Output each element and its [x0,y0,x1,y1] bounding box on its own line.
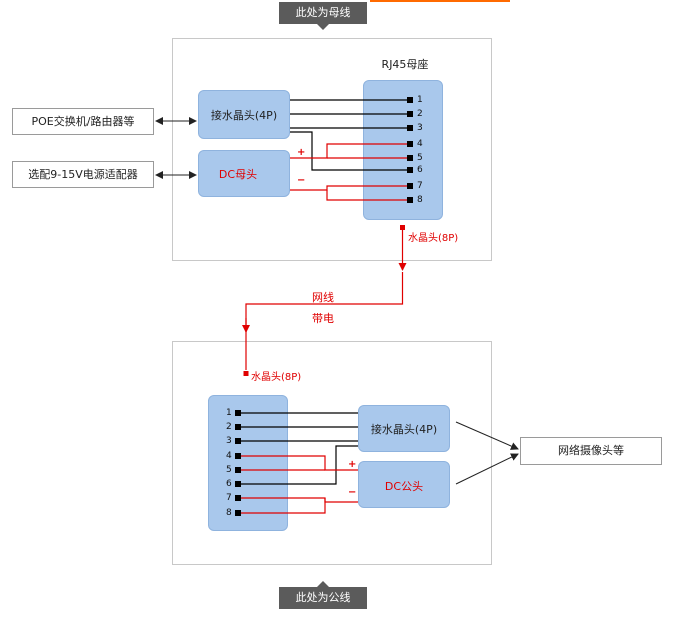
top-pin-3: 3 [417,123,423,133]
top-pin-1: 1 [417,95,423,105]
top-pin-8: 8 [417,195,423,205]
top-pin-2: 2 [417,109,423,119]
poe-switch-box: POE交换机/路由器等 [12,108,154,135]
top-minus-sign: − [297,175,306,186]
dc-male-label: DC公头 [384,480,424,493]
rj45-female-socket [363,80,443,220]
top-pin-6: 6 [417,165,423,175]
top-pin-4: 4 [417,139,423,149]
crystal-8p-label-top: 水晶头(8P) [408,233,459,244]
top-pin-7: 7 [417,181,423,191]
power-adapter-box: 选配9-15V电源适配器 [12,161,154,188]
top-pin-squares [407,97,413,203]
rj45-male-plug [208,395,288,531]
bottom-caption: 此处为公线 [279,587,367,609]
top-power-wires [290,143,410,201]
bottom-pin-4: 4 [226,451,232,461]
dc-female-block [198,150,290,197]
camera-arrow-upper [455,421,519,450]
rj45-title: RJ45母座 [381,58,429,71]
cable-link [242,225,407,376]
dc-female-label: DC母头 [218,168,258,181]
bottom-pin-5: 5 [226,465,232,475]
bottom-pin-6: 6 [226,479,232,489]
bottom-minus-sign: − [348,487,357,498]
bottom-plus-sign: + [348,459,357,470]
camera-arrow-lower [455,453,519,485]
crystal-4p-block-bottom [358,405,450,452]
top-pin-5: 5 [417,153,423,163]
bottom-pin-8: 8 [226,508,232,518]
bottom-signal-wires [241,412,358,485]
bottom-pin-3: 3 [226,436,232,446]
top-accent-line [370,0,510,2]
bottom-pin-squares [235,410,241,516]
cable-label: 网线 [312,291,334,304]
top-caption: 此处为母线 [279,2,367,24]
dc-male-block [358,461,450,508]
bottom-power-wires [241,455,358,514]
powered-label: 带电 [312,312,334,325]
bottom-pin-2: 2 [226,422,232,432]
crystal-8p-label-bottom: 水晶头(8P) [251,372,302,383]
crystal-4p-label-top: 接水晶头(4P) [210,109,278,122]
top-plus-sign: + [297,147,306,158]
top-signal-wires [290,99,410,171]
bottom-pin-1: 1 [226,408,232,418]
crystal-4p-label-bottom: 接水晶头(4P) [370,423,438,436]
crystal-4p-block-top [198,90,290,139]
bottom-pin-7: 7 [226,493,232,503]
ip-camera-box: 网络摄像头等 [520,437,662,465]
